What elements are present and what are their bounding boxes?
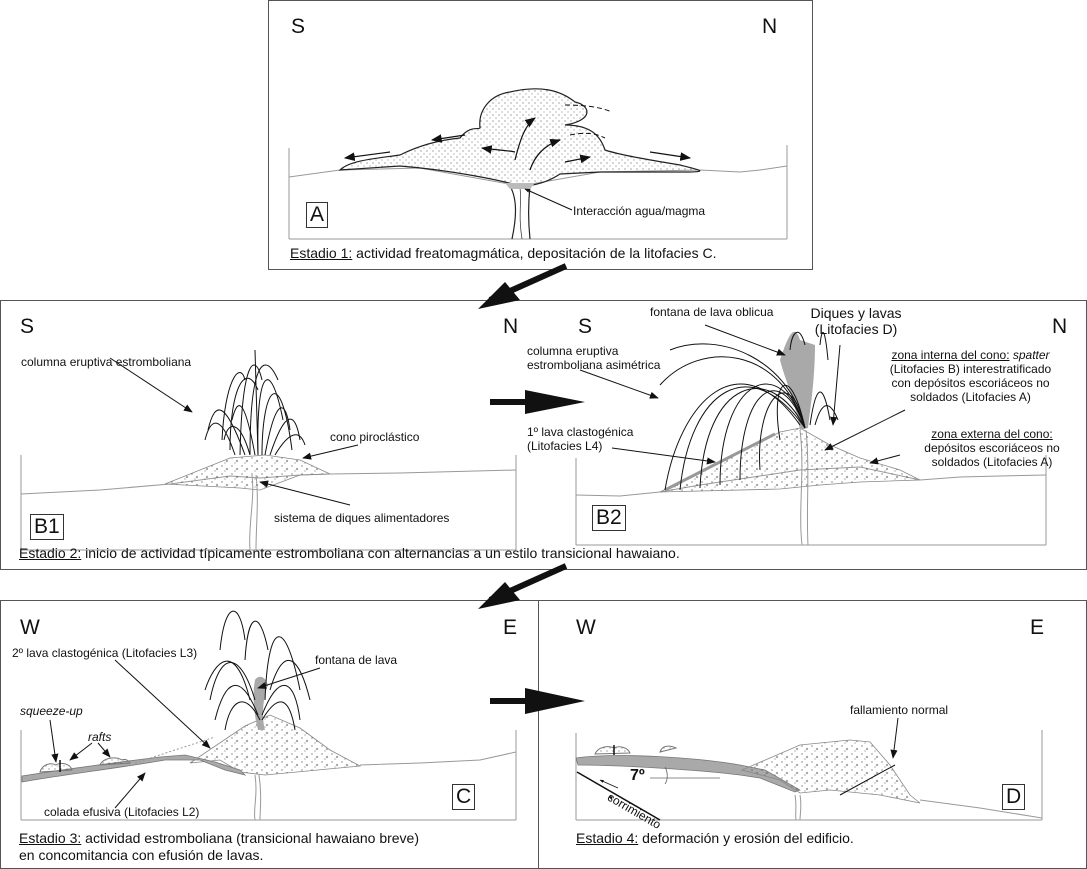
stage1-sketch (288, 88, 788, 240)
b1-direction-right: N (503, 315, 519, 338)
stage2-caption: Estadio 2: inicio de actividad típicamen… (19, 545, 680, 562)
b2-outer-title: zona externa del cono: (931, 427, 1053, 441)
stage4-direction-right: E (1030, 616, 1045, 639)
stage2-caption-text: inicio de actividad típicamente estrombo… (81, 545, 680, 561)
stage3-caption: Estadio 3: actividad estromboliana (tran… (19, 830, 419, 864)
b2-panel-label: B2 (592, 505, 626, 531)
stage3-direction-left: W (20, 616, 40, 639)
stage4-panel-label: D (1002, 784, 1026, 810)
stage2-caption-title: Estadio 2: (19, 545, 82, 561)
b2-outer-line3: soldados (Litofacies A) (931, 455, 1053, 469)
stage4-annotation-fault: fallamiento normal (850, 703, 949, 717)
stage2-b1-sketch (20, 349, 517, 551)
b2-annotation-fountain: fontana de lava oblicua (650, 305, 774, 319)
b2-dikes-line1: Diques y lavas (810, 305, 902, 321)
b2-annotation-lava: 1º lava clastogénica (Litofacies L4) (527, 425, 633, 453)
b2-dikes-line2: (Litofacies D) (814, 321, 898, 337)
stage1-annotation-water-magma: Interacción agua/magma (573, 204, 706, 218)
b2-column-line1: columna eruptiva (527, 344, 619, 358)
stage4-direction-left: W (576, 616, 596, 639)
b2-annotation-column: columna eruptiva estromboliana asimétric… (527, 344, 660, 372)
b1-annotation-cone: cono piroclástico (330, 430, 420, 444)
b1-annotation-column: columna eruptiva estromboliana (21, 355, 192, 369)
b1-direction-left: S (20, 315, 35, 338)
stage3-annotation-rafts: rafts (88, 730, 112, 744)
b2-annotation-dikes: Diques y lavas (Litofacies D) (806, 305, 906, 337)
stage1-direction-left: S (291, 15, 306, 38)
stage4-annotation-angle: 7º (630, 767, 645, 784)
b2-column-line2: estromboliana asimétrica (527, 358, 661, 372)
stage3-caption-title: Estadio 3: (19, 830, 82, 846)
stage3-caption-text: actividad estromboliana (transicional ha… (81, 830, 420, 846)
b1-panel-label: B1 (30, 514, 64, 540)
stage3-annotation-flow: colada efusiva (Litofacies L2) (44, 805, 200, 819)
b1-annotation-dikes: sistema de diques alimentadores (274, 511, 450, 525)
stage2-b2-sketch (575, 324, 1047, 546)
stage3-caption-line1: Estadio 3: actividad estromboliana (tran… (19, 830, 419, 847)
stage1-caption-title: Estadio 1: (290, 245, 353, 261)
b2-inner-title: zona interna del cono: (891, 348, 1010, 362)
b2-annotation-outer-zone: zona externa del cono: depósitos escoriá… (912, 427, 1072, 469)
stage4-caption-text: deformación y erosión del edificio. (638, 830, 854, 846)
b2-annotation-inner-zone: zona interna del cono: spatter (Litofaci… (873, 348, 1068, 404)
stage3-direction-right: E (503, 616, 518, 639)
stage1-caption: Estadio 1: actividad freatomagmática, de… (290, 245, 716, 262)
b2-inner-line4: soldados (Litofacies A) (910, 390, 1031, 404)
stage3-sketch (20, 610, 517, 821)
stage1-direction-right: N (762, 15, 778, 38)
stage1-caption-text: actividad freatomagmática, depositación … (352, 245, 717, 261)
b2-direction-right: N (1052, 315, 1068, 338)
stage3-caption-line2: en concomitancia con efusión de lavas. (19, 847, 264, 863)
b2-outer-line2: depósitos escoriáceos no (924, 441, 1060, 455)
b2-lava-line1: 1º lava clastogénica (527, 425, 634, 439)
stage2-frame (0, 300, 1087, 570)
stage3-annotation-squeeze-up: squeeze-up (20, 704, 83, 718)
b2-lava-line2: (Litofacies L4) (527, 439, 603, 453)
stage1-panel-label: A (306, 202, 329, 228)
stage3-annotation-lava2: 2º lava clastogénica (Litofacies L3) (12, 646, 198, 660)
b2-inner-line1: zona interna del cono: spatter (873, 348, 1068, 362)
b2-inner-line3: con depósitos escoriáceos no (891, 376, 1050, 390)
stage3-annotation-fountain: fontana de lava (315, 653, 398, 667)
stage4-caption-title: Estadio 4: (576, 830, 639, 846)
stage3-panel-label: C (452, 784, 476, 810)
stage4-caption: Estadio 4: deformación y erosión del edi… (576, 830, 854, 847)
b2-inner-spatter: spatter (1009, 348, 1050, 362)
b2-inner-line2: (Litofacies B) interestratificado (889, 362, 1052, 376)
b2-direction-left: S (578, 315, 593, 338)
stage4-sketch (575, 717, 1043, 821)
stage4-frame (538, 600, 1087, 869)
